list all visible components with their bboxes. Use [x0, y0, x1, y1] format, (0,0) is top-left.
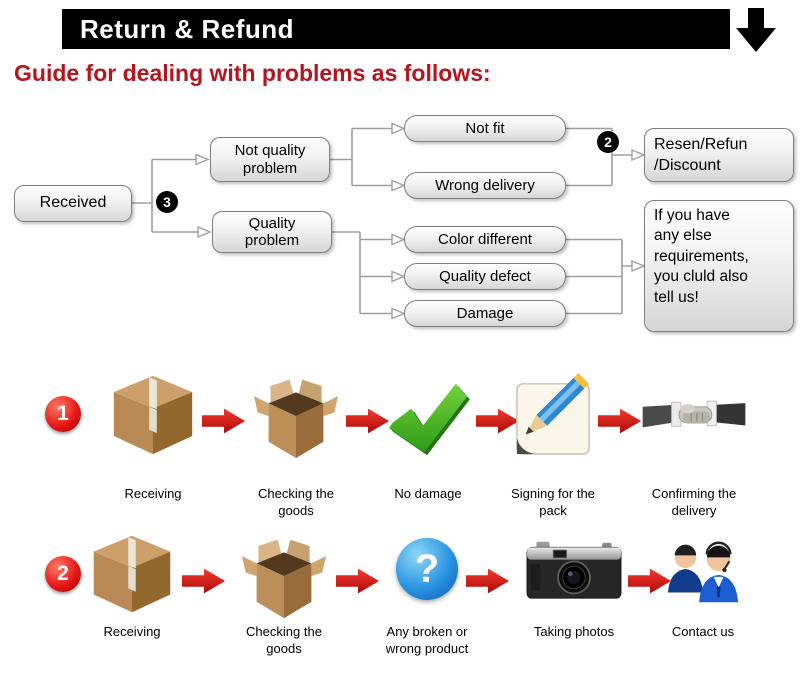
contact-people-icon — [660, 532, 746, 610]
step-label: Contact us — [671, 624, 735, 639]
closed-box-icon — [90, 532, 174, 616]
step-label: Checking the goods — [246, 624, 322, 656]
note-line: If you have — [654, 207, 730, 224]
note-line: you cluld also — [654, 268, 748, 286]
flowchart: Received 3 Not quality problem Quality p… — [0, 105, 805, 350]
question-icon: ? — [396, 538, 458, 600]
flow-connectors-icon — [132, 122, 646, 320]
arrow-right-icon — [476, 408, 520, 434]
arrow-right-icon — [628, 568, 672, 594]
resolution-line: /Discount — [654, 157, 721, 175]
handshake-icon — [642, 390, 746, 446]
step-label: Confirming the delivery — [651, 486, 737, 518]
row-2-badge: 2 — [45, 556, 81, 592]
note-line: tell us! — [654, 288, 699, 306]
note-line: requirements, — [654, 247, 749, 265]
open-box-icon — [238, 536, 330, 620]
arrow-right-icon — [466, 568, 510, 594]
flow-box-wrong-delivery: Wrong delivery — [404, 172, 566, 199]
page-title: Return & Refund — [80, 13, 295, 44]
header-bar: Return & Refund — [62, 9, 730, 49]
flow-box-not-fit: Not fit — [404, 115, 566, 142]
badge-2: 2 — [597, 131, 619, 153]
flow-box-damage: Damage — [404, 300, 566, 327]
step-label: Receiving — [103, 624, 161, 639]
flow-box-quality-problem: Quality problem — [212, 211, 332, 253]
guide-heading: Guide for dealing with problems as follo… — [14, 60, 491, 86]
flow-box-not-quality-problem: Not quality problem — [210, 137, 330, 182]
flow-box-resend-refund-discount: Resen/Refun /Discount — [644, 128, 794, 182]
note-line: any else — [654, 227, 712, 245]
step-label: Checking the goods — [258, 486, 334, 518]
camera-icon — [524, 538, 624, 600]
step-label: Any broken or wrong product — [385, 624, 469, 656]
down-arrow-icon — [736, 8, 776, 52]
arrow-right-icon — [202, 408, 246, 434]
arrow-right-icon — [598, 408, 642, 434]
flow-box-note: If you have any else requirements, you c… — [644, 200, 794, 332]
step-label: No damage — [394, 486, 462, 501]
flow-box-color-different: Color different — [404, 226, 566, 253]
resolution-line: Resen/Refun — [654, 136, 748, 153]
step-label: Signing for the pack — [511, 486, 595, 518]
row-1-badge: 1 — [45, 396, 81, 432]
closed-box-icon — [110, 372, 196, 458]
arrow-right-icon — [182, 568, 226, 594]
arrow-right-icon — [336, 568, 380, 594]
flow-box-quality-defect: Quality defect — [404, 263, 566, 290]
flow-box-received: Received — [14, 185, 132, 222]
step-label: Receiving — [124, 486, 182, 501]
step-label: Taking photos — [533, 624, 615, 639]
check-icon — [384, 378, 472, 456]
badge-3: 3 — [156, 191, 178, 213]
signing-icon — [514, 372, 592, 458]
arrow-right-icon — [346, 408, 390, 434]
open-box-icon — [250, 376, 342, 460]
